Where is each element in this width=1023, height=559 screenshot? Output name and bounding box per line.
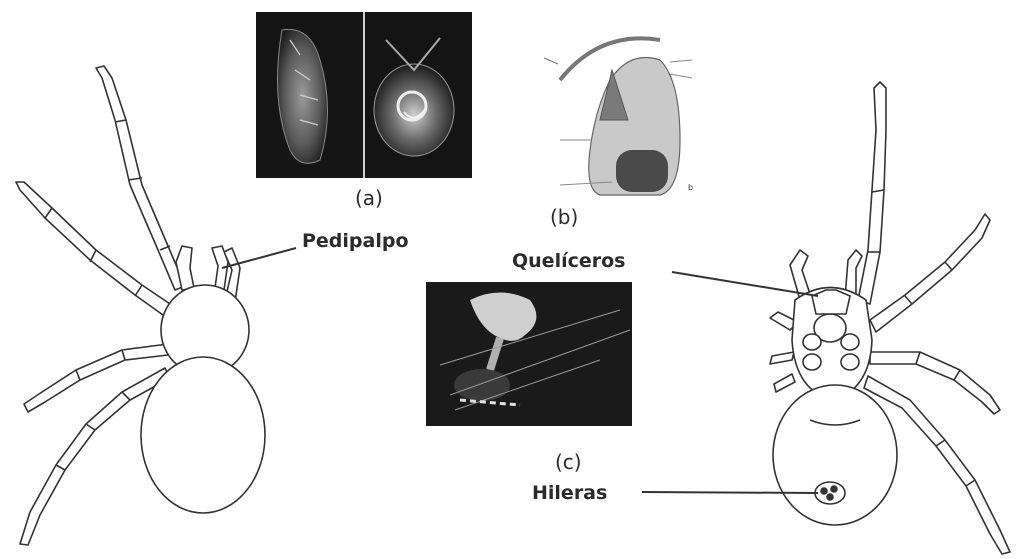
leg-r1 bbox=[858, 82, 886, 304]
caption-a: (a) bbox=[355, 186, 383, 210]
panel-c-spinneret-photo bbox=[426, 282, 632, 426]
leg-r3 bbox=[870, 352, 1000, 414]
label-pedipalpo: Pedipalpo bbox=[302, 230, 409, 252]
caption-c: (c) bbox=[555, 450, 582, 474]
pedipalps bbox=[176, 246, 228, 290]
chelicerae-base bbox=[812, 290, 850, 314]
svg-text:b: b bbox=[688, 183, 693, 192]
caption-b: (b) bbox=[550, 205, 578, 229]
leg-left-2 bbox=[16, 182, 176, 320]
leg-left-1 bbox=[96, 66, 185, 290]
spider-ventral-view bbox=[770, 82, 1010, 554]
spider-dorsal-view bbox=[16, 66, 265, 545]
abdomen bbox=[141, 357, 265, 513]
label-hileras: Hileras bbox=[532, 482, 607, 504]
hileras-leader bbox=[642, 492, 818, 493]
panel-a-sem-photo bbox=[256, 12, 472, 178]
panel-b-chelicera-diagram: b bbox=[544, 38, 693, 195]
leg-r2 bbox=[870, 214, 990, 332]
label-queliceros: Quelíceros bbox=[512, 250, 625, 272]
